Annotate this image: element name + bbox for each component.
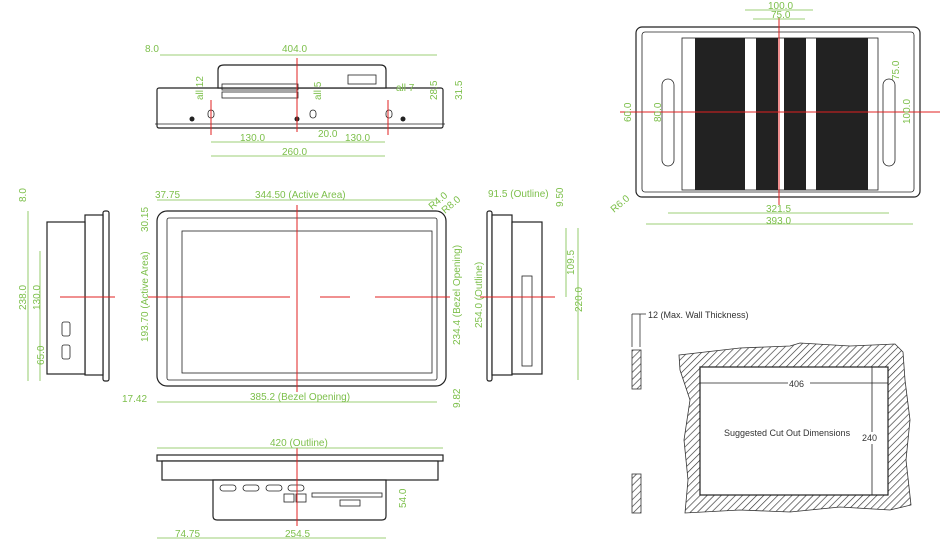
dim-h1: 28.5	[429, 80, 440, 100]
dim-bottom: 9.82	[452, 388, 463, 408]
dim-outline-height: 254.0 (Outline)	[474, 262, 485, 328]
wall-upper	[631, 349, 642, 390]
dim-center: 20.0	[318, 129, 338, 140]
dim-h2: 31.5	[454, 80, 465, 100]
dim-60: 60.0	[623, 102, 634, 122]
dim-upper: 109.5	[566, 250, 577, 275]
label-all7: all 7	[396, 83, 415, 94]
cutout-diagram: 12 (Max. Wall Thickness) 406 Suggested C…	[631, 310, 912, 514]
dim-active-width: 344.50 (Active Area)	[255, 190, 346, 201]
back-view: 100.0 75.0 60.0 80.0 75.0 100.0 321.5 39…	[609, 1, 940, 227]
cutout-height: 240	[862, 433, 877, 443]
dim-span: 321.5	[766, 204, 791, 215]
dim-span: 260.0	[282, 147, 307, 158]
dim-80: 80.0	[653, 102, 664, 122]
wall-thickness-label: 12 (Max. Wall Thickness)	[648, 310, 749, 320]
dim-top: 8.0	[18, 188, 29, 202]
dim-top: 30.15	[140, 207, 151, 232]
dim-offset: 8.0	[145, 44, 159, 55]
dim-vesa-75: 75.0	[771, 10, 791, 21]
dim-outline: 420 (Outline)	[270, 438, 328, 449]
top-view: 8.0 404.0 28.5 31.5 130.0 20.0 130.0 260…	[145, 44, 465, 158]
dim-outline-depth: 91.5 (Outline)	[488, 189, 549, 200]
cutout-title: Suggested Cut Out Dimensions	[724, 428, 851, 438]
dim-right-100: 100.0	[902, 99, 913, 124]
dim-radius: R6.0	[609, 193, 633, 215]
dim-low: 65.0	[36, 345, 47, 365]
label-all12: all 12	[195, 76, 206, 100]
dim-mid: 130.0	[32, 285, 43, 310]
left-side-view: 8.0 238.0 130.0 65.0	[18, 188, 115, 382]
dim-37-75: 37.75	[155, 190, 180, 201]
dim-right: 130.0	[345, 133, 370, 144]
dim-height: 238.0	[18, 285, 29, 310]
dim-vesa-100: 100.0	[768, 1, 793, 12]
front-view: 37.75 344.50 (Active Area) R4.0 R8.0 30.…	[122, 190, 463, 408]
dim-left: 17.42	[122, 394, 147, 405]
bottom-view: 420 (Outline) 54.0 74.75 254.5	[156, 438, 444, 540]
right-side-view: 91.5 (Outline) 9.50 109.5 220.0 254.0 (O…	[474, 187, 585, 382]
dim-bezel-height: 234.4 (Bezel Opening)	[452, 245, 463, 345]
dim-left: 74.75	[175, 529, 200, 540]
dim-top: 9.50	[555, 187, 566, 207]
dim-width: 393.0	[766, 216, 791, 227]
label-all5: all 5	[313, 81, 324, 100]
dim-depth: 54.0	[398, 488, 409, 508]
dim-bezel-width: 385.2 (Bezel Opening)	[250, 392, 350, 403]
dim-width: 404.0	[282, 44, 307, 55]
dim-span: 254.5	[285, 529, 310, 540]
dim-right-75: 75.0	[891, 60, 902, 80]
wall-lower	[631, 473, 642, 514]
dim-height: 220.0	[574, 287, 585, 312]
cutout-width: 406	[789, 379, 804, 389]
dim-left: 130.0	[240, 133, 265, 144]
dim-active-height: 193.70 (Active Area)	[140, 251, 151, 342]
